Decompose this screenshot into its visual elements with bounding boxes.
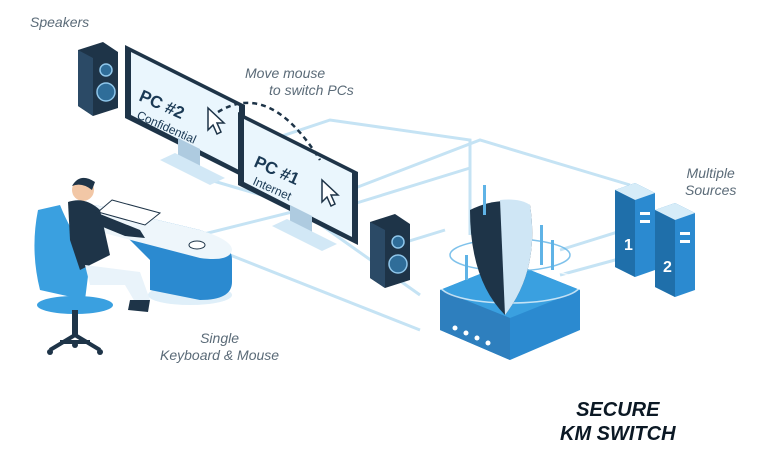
server-2-number: 2 [663,259,672,276]
speaker-icon [370,214,410,288]
shield-icon [465,185,554,315]
mouse-cursor-icon [321,178,340,208]
switch-arc [217,101,322,161]
move-mouse-line1: Move mouse [245,65,326,81]
secure-km-switch-title: SECURE KM SWITCH [560,398,676,446]
single-keyboard-mouse-label: Single Keyboard & Mouse [160,330,279,364]
multiple-sources-label: Multiple Sources [685,165,736,199]
multiple-sources-line1: Multiple [686,165,735,181]
speakers-label: Speakers [30,14,90,30]
office-chair [34,205,113,355]
title-line2: KM SWITCH [560,423,676,445]
monitor-pc2 [125,45,245,185]
server-tower-icon [655,203,695,297]
km-switch-device [439,238,581,360]
speaker-icon [78,42,118,116]
move-mouse-line2: to switch PCs [269,82,354,98]
multiple-sources-line2: Sources [685,182,737,198]
monitor-pc1 [238,112,358,251]
server-1-number: 1 [624,237,633,254]
server-tower-icon [615,183,655,277]
person-at-desk [68,177,150,312]
single-line2: Keyboard & Mouse [160,347,280,363]
desk [95,199,232,305]
move-mouse-label: Move mouse to switch PCs [245,65,354,99]
title-line1: SECURE [576,399,660,421]
single-line1: Single [200,330,239,346]
mouse-cursor-icon [207,106,226,136]
